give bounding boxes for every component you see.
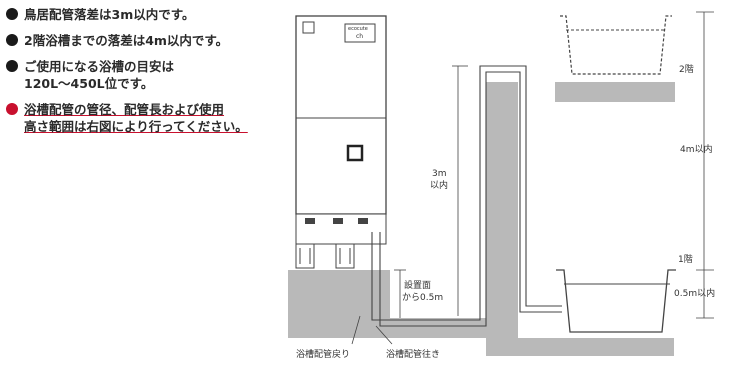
label-3m-within: 以内: [430, 179, 448, 191]
label-ground-b: から0.5m: [402, 292, 443, 303]
installation-notes: 鳥居配管落差は3m以内です。 2階浴槽までの落差は4m以内です。 ご使用になる浴…: [6, 6, 306, 144]
label-05m: 0.5m以内: [674, 287, 715, 299]
ground-slab: [288, 318, 518, 338]
unit-brand-text: ecocute: [348, 26, 368, 32]
note-item-torii-drop: 鳥居配管落差は3m以内です。: [6, 6, 306, 23]
label-ground-a: 設置面: [404, 279, 431, 291]
note-item-second-floor-drop: 2階浴槽までの落差は4m以内です。: [6, 32, 306, 49]
label-first-floor: 1階: [678, 254, 693, 265]
note-text: 2階浴槽までの落差は4m以内です。: [24, 33, 229, 48]
control-panel: [344, 23, 376, 43]
bullet-icon: [6, 103, 18, 115]
leader-supply: [375, 325, 393, 345]
leader-return: [351, 315, 361, 345]
bullet-icon: [6, 60, 18, 72]
note-item-pipe-spec: 浴槽配管の管径、配管長および使用高さ範囲は右図により行ってください。: [6, 101, 306, 135]
label-3m: 3m: [432, 169, 447, 179]
bullet-icon: [6, 34, 18, 46]
label-pipe-supply: 浴槽配管往き: [386, 348, 440, 360]
unit-panel-text: ch: [356, 33, 363, 40]
front-cover-handle: [346, 144, 364, 162]
label-second-floor: 2階: [679, 64, 694, 75]
first-floor-slab: [486, 338, 674, 356]
upper-bathtub: [560, 15, 672, 75]
water-heater-unit: [295, 15, 387, 269]
second-floor-slab: [555, 82, 675, 102]
note-text: 浴槽配管の管径、配管長および使用高さ範囲は右図により行ってください。: [24, 102, 248, 134]
wall-column: [486, 82, 518, 318]
pipe-return: [379, 71, 562, 327]
lower-bathtub: [556, 269, 676, 333]
note-text: 鳥居配管落差は3m以内です。: [24, 7, 195, 22]
label-pipe-return: 浴槽配管戻り: [296, 348, 350, 360]
label-4m: 4m以内: [680, 143, 713, 155]
pipe-supply: [371, 65, 562, 321]
indicator-icon: [302, 21, 315, 34]
bullet-icon: [6, 8, 18, 20]
